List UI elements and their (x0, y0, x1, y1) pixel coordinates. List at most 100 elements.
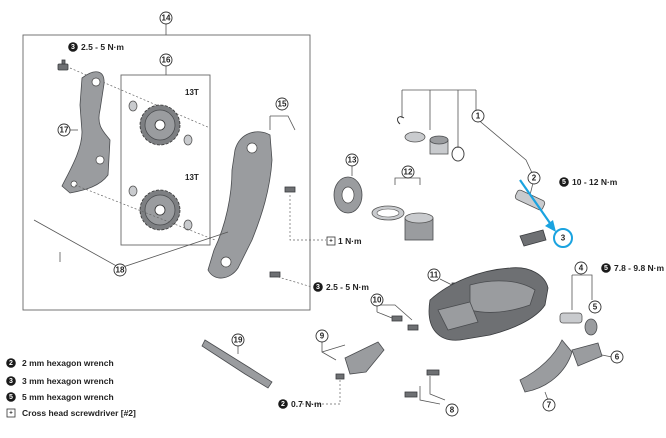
svg-text:5: 5 (9, 394, 13, 401)
torque-spec-top-left: 3 2.5 - 5 N·m (68, 42, 124, 52)
callout-19: 19 (231, 333, 245, 347)
leader-6 (601, 354, 613, 358)
svg-text:2.5 - 5 N·m: 2.5 - 5 N·m (326, 282, 369, 292)
callout-8: 8 (445, 403, 459, 417)
leader-7 (544, 391, 549, 401)
svg-text:19: 19 (234, 336, 243, 345)
svg-text:3: 3 (316, 284, 320, 291)
leader-15 (269, 115, 296, 131)
svg-text:3 mm hexagon wrench: 3 mm hexagon wrench (22, 376, 114, 386)
washer-lower-right (183, 219, 193, 231)
svg-text:3: 3 (561, 234, 566, 243)
leader-11 (439, 278, 453, 286)
screw-8b (404, 391, 418, 398)
svg-text:2 mm hexagon wrench: 2 mm hexagon wrench (22, 358, 114, 368)
svg-text:17: 17 (60, 126, 69, 135)
svg-text:15: 15 (278, 100, 287, 109)
svg-text:2.5 - 5 N·m: 2.5 - 5 N·m (81, 42, 124, 52)
svg-text:3: 3 (71, 44, 75, 51)
protector-7 (519, 339, 573, 393)
legend-item-2mm: 2 2 mm hexagon wrench (6, 358, 114, 368)
svg-text:6: 6 (615, 353, 620, 362)
legend: 2 2 mm hexagon wrench 3 3 mm hexagon wre… (6, 358, 136, 418)
svg-text:7: 7 (547, 401, 552, 410)
b-bolt (514, 189, 546, 211)
callout-6: 6 (610, 350, 624, 364)
callout-3-highlighted: 3 (553, 228, 573, 248)
callout-16: 16 (159, 53, 173, 67)
leader-4 (571, 274, 593, 310)
highlight-arrow (519, 179, 556, 232)
svg-text:2: 2 (9, 360, 13, 367)
axis-lower (74, 184, 216, 241)
svg-text:+: + (329, 239, 333, 245)
svg-text:0.7 N·m: 0.7 N·m (291, 399, 322, 409)
torque-spec-b-bolt: 5 10 - 12 N·m (559, 177, 618, 187)
svg-text:5: 5 (562, 179, 566, 186)
callout-17: 17 (57, 123, 71, 137)
group-14-frame (22, 34, 311, 311)
svg-text:4: 4 (579, 264, 584, 273)
spring-clip (396, 116, 405, 125)
svg-text:16: 16 (162, 56, 171, 65)
leader-2 (529, 182, 534, 196)
group-16-frame (120, 74, 211, 246)
torque-spec-screwdriver: + 1 N·m (326, 236, 362, 246)
leader-8 (419, 376, 446, 405)
callout-9: 9 (315, 329, 329, 343)
callout-12: 12 (401, 165, 415, 179)
callout-18: 18 (113, 263, 127, 277)
svg-text:18: 18 (116, 266, 125, 275)
washer-upper-left (128, 100, 138, 112)
washer-lower-left (128, 185, 138, 197)
leader-10 (376, 304, 413, 321)
outer-plate-hole-lower (220, 256, 232, 268)
svg-text:+: + (9, 411, 13, 417)
svg-text:8: 8 (450, 406, 455, 415)
svg-text:10 - 12 N·m: 10 - 12 N·m (572, 177, 618, 187)
bolt-top-left (57, 59, 69, 71)
tool-19 (201, 339, 273, 389)
cog-label-lower: 13T (185, 173, 199, 182)
svg-text:2: 2 (281, 401, 285, 408)
leader-12 (394, 177, 421, 185)
svg-text:7.8 - 9.8 N·m: 7.8 - 9.8 N·m (614, 263, 665, 273)
cover-6 (571, 342, 603, 367)
cog-label-upper: 13T (185, 88, 199, 97)
screw-15 (284, 186, 296, 193)
leader-18 (33, 219, 229, 269)
axle-bolt (559, 312, 598, 336)
svg-text:9: 9 (320, 332, 325, 341)
screw-9 (335, 373, 345, 380)
plate-hole-upper (91, 77, 101, 87)
legend-item-3mm: 3 3 mm hexagon wrench (6, 376, 114, 386)
callout-14: 14 (159, 11, 173, 25)
svg-text:5 mm hexagon wrench: 5 mm hexagon wrench (22, 392, 114, 402)
svg-text:3: 3 (9, 378, 13, 385)
plate-hole-bottom (70, 180, 78, 188)
svg-text:10: 10 (373, 296, 382, 305)
cage-cover (333, 176, 363, 214)
pivot-bushing-1 (404, 131, 426, 143)
callout-11: 11 (427, 268, 441, 282)
outer-plate-hole-upper (246, 142, 258, 154)
callout-10: 10 (370, 293, 384, 307)
bushing-ring-outer (371, 205, 405, 221)
svg-text:Cross head screwdriver [#2]: Cross head screwdriver [#2] (22, 408, 136, 418)
callout-5: 5 (588, 300, 602, 314)
callout-15: 15 (275, 97, 289, 111)
callout-4: 4 (574, 261, 588, 275)
leader-torque-mid (277, 276, 313, 288)
svg-text:14: 14 (162, 14, 171, 23)
callout-1: 1 (471, 109, 485, 123)
torque-spec-axle: 5 7.8 - 9.8 N·m (601, 263, 665, 273)
bushing-ring-inner (404, 212, 434, 241)
bolt-mid (269, 271, 281, 278)
plate-hole-lower (95, 155, 105, 165)
leader-torque-bottom (302, 380, 341, 405)
callout-2: 2 (527, 171, 541, 185)
legend-item-screwdriver: + Cross head screwdriver [#2] (6, 408, 136, 418)
svg-text:11: 11 (430, 271, 439, 280)
outer-plate (207, 131, 273, 279)
cable-guide-9 (344, 341, 385, 375)
